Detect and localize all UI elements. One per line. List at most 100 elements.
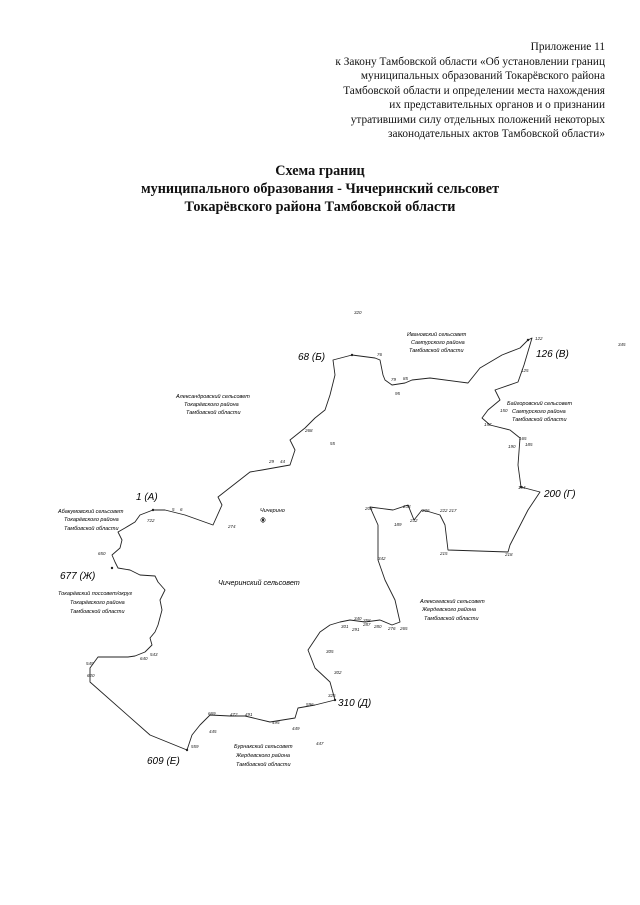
appendix-line: Приложение 11 bbox=[530, 41, 605, 53]
title-line: Схема границ bbox=[275, 163, 365, 179]
scheme-title: Схема границ муниципального образования … bbox=[0, 162, 640, 216]
point-number: 268 bbox=[304, 428, 313, 433]
svg-text:Байгоровский сельсовет: Байгоровский сельсовет bbox=[507, 400, 572, 407]
point-label-200: 200 (Г) bbox=[543, 489, 576, 500]
point-number: 189 bbox=[394, 522, 402, 527]
appendix-header: Приложение 11 к Закону Тамбовской област… bbox=[245, 40, 605, 142]
svg-text:Тамбовской области: Тамбовской области bbox=[70, 608, 125, 615]
svg-text:Токарёвского района: Токарёвского района bbox=[64, 516, 119, 523]
point-number: 543 bbox=[150, 652, 158, 657]
point-number: 165 bbox=[519, 436, 527, 441]
point-number: 449 bbox=[292, 726, 300, 731]
point-number: 320 bbox=[354, 310, 362, 315]
boundary-line bbox=[89, 337, 541, 751]
point-number: 76 bbox=[377, 352, 383, 357]
point-number: 301 bbox=[341, 624, 349, 629]
point-number: 276 bbox=[387, 626, 396, 631]
point-number: 238 bbox=[402, 504, 411, 509]
svg-text:Тамбовской области: Тамбовской области bbox=[424, 615, 479, 622]
municipality-label: Чичеринский сельсовет bbox=[218, 578, 300, 587]
point-number: 325 bbox=[328, 693, 336, 698]
point-number: 122 bbox=[535, 336, 543, 341]
point-number: 265 bbox=[399, 626, 408, 631]
point-number: 226 bbox=[421, 508, 430, 513]
settlement-icon bbox=[260, 517, 266, 523]
settlement-label: Чичерино bbox=[260, 508, 285, 514]
point-number: 203 bbox=[364, 506, 373, 511]
svg-text:Токарёвского района: Токарёвского района bbox=[184, 401, 239, 408]
point-number: 79 bbox=[391, 377, 397, 382]
svg-text:Тамбовской области: Тамбовской области bbox=[236, 761, 291, 768]
appendix-line: законодательных актов Тамбовской области… bbox=[388, 128, 605, 140]
appendix-line: к Закону Тамбовской области «Об установл… bbox=[335, 55, 605, 68]
svg-text:Токарёвского района: Токарёвского района bbox=[70, 599, 125, 606]
point-number: 218 bbox=[504, 552, 513, 557]
point-label-68: 68 (Б) bbox=[298, 352, 325, 363]
svg-text:Александровский сельсовет: Александровский сельсовет bbox=[175, 393, 250, 400]
point-label-126: 126 (В) bbox=[536, 349, 569, 360]
point-number: 491 bbox=[245, 712, 253, 717]
svg-text:Тамбовской области: Тамбовской области bbox=[64, 525, 119, 532]
point-number: 222 bbox=[439, 508, 448, 513]
point-number: 185 bbox=[525, 442, 533, 447]
point-number: 29 bbox=[268, 459, 275, 464]
svg-text:Абакумовский сельсовет: Абакумовский сельсовет bbox=[57, 508, 124, 515]
neighbor-label-ivanovsky: Ивановский сельсовет Сампурского района … bbox=[407, 331, 467, 354]
point-number: 194 bbox=[518, 485, 526, 490]
svg-text:Жердевского района: Жердевского района bbox=[421, 606, 476, 613]
point-number: 358 bbox=[363, 618, 371, 623]
point-number: 345 bbox=[618, 342, 626, 347]
svg-text:Тамбовской области: Тамбовской области bbox=[186, 409, 241, 416]
svg-text:Тамбовской области: Тамбовской области bbox=[512, 416, 567, 423]
point-number: 549 bbox=[86, 661, 94, 666]
point-number: 495 bbox=[272, 720, 280, 725]
title-line: муниципального образования - Чичеринский… bbox=[140, 181, 500, 197]
svg-text:Алексеевский сельсовет: Алексеевский сельсовет bbox=[419, 598, 485, 605]
neighbor-label-alekseevsky: Алексеевский сельсовет Жердевского район… bbox=[419, 598, 485, 622]
boundary-points bbox=[110, 338, 530, 752]
title-line: Токарёвского района Тамбовской области bbox=[184, 199, 456, 215]
point-number: 722 bbox=[147, 518, 155, 523]
point-number: 291 bbox=[351, 627, 360, 632]
point-number: 157 bbox=[484, 422, 492, 427]
svg-text:Тамбовской области: Тамбовской области bbox=[409, 347, 464, 354]
point-number: 620 bbox=[87, 673, 95, 678]
point-number: 342 bbox=[378, 556, 386, 561]
point-number: 6 bbox=[180, 507, 183, 512]
neighbor-label-burnaksky: Бурнакский сельсовет Жердевского района … bbox=[234, 743, 293, 768]
svg-text:Сампурского района: Сампурского района bbox=[411, 339, 465, 346]
point-number: 669 bbox=[208, 711, 216, 716]
point-number: 55 bbox=[330, 441, 336, 446]
point-number: 5 bbox=[172, 507, 175, 512]
point-label-1: 1 (А) bbox=[136, 492, 158, 503]
point-label-609: 609 (Е) bbox=[147, 756, 180, 767]
point-number: 217 bbox=[448, 508, 457, 513]
point-label-677: 677 (Ж) bbox=[60, 571, 95, 582]
point-number: 445 bbox=[209, 729, 217, 734]
svg-text:Сампурского района: Сампурского района bbox=[512, 408, 566, 415]
point-number: 340 bbox=[354, 616, 362, 621]
neighbor-label-baygorovsky: Байгоровский сельсовет Сампурского район… bbox=[507, 400, 572, 423]
svg-text:Ивановский сельсовет: Ивановский сельсовет bbox=[407, 331, 467, 338]
point-number: 287 bbox=[362, 622, 371, 627]
point-number: 650 bbox=[98, 551, 106, 556]
point-number: 596 bbox=[306, 702, 314, 707]
point-number: 280 bbox=[373, 624, 382, 629]
point-number: 150 bbox=[500, 408, 508, 413]
point-number: 44 bbox=[280, 459, 286, 464]
svg-text:Жердевского района: Жердевского района bbox=[235, 752, 290, 759]
point-number: 305 bbox=[326, 649, 334, 654]
point-number: 302 bbox=[334, 670, 342, 675]
point-number: 274 bbox=[227, 524, 236, 529]
appendix-line: их представительных органов и о признани… bbox=[389, 99, 605, 111]
point-number: 640 bbox=[140, 656, 148, 661]
minor-point-labels: 76 79 85 95 122 125 150 157 165 185 190 … bbox=[86, 310, 626, 749]
point-number: 95 bbox=[395, 391, 401, 396]
svg-text:Токарёвский поссовет/округ: Токарёвский поссовет/округ bbox=[58, 590, 133, 597]
svg-text:Бурнакский сельсовет: Бурнакский сельсовет bbox=[234, 743, 293, 750]
point-number: 85 bbox=[403, 376, 409, 381]
point-number: 559 bbox=[191, 744, 199, 749]
point-number: 447 bbox=[316, 741, 324, 746]
appendix-line: утратившими силу отдельных положений нек… bbox=[350, 113, 605, 126]
